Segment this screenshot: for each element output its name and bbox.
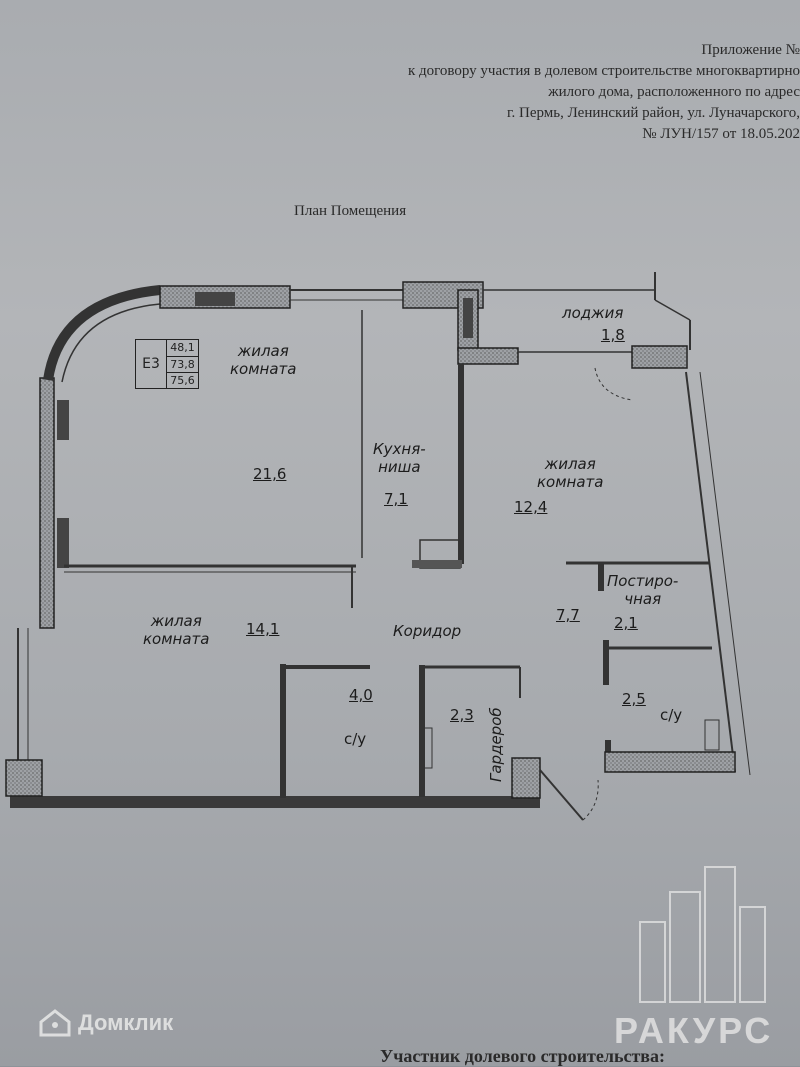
rakurs-watermark: РАКУРС [614,1010,774,1051]
curved-wall [43,285,161,381]
area-values: 48,1 73,8 75,6 [167,340,198,389]
house-icon [39,1009,71,1037]
contract-number-line: № ЛУН/157 от 18.05.202 [642,126,800,142]
building-line: жилого дома, расположенного по адрес [548,84,800,100]
wardrobe-label: Гардероб [487,707,505,782]
wall-left [39,377,55,629]
appendix-line: Приложение № [701,42,800,58]
apartment-code: Е3 [136,340,167,388]
bath1-area: 4,0 [349,686,373,704]
bath2-label: с/у [660,706,683,724]
address-line: г. Пермь, Ленинский район, ул. Луначарск… [507,105,800,121]
plan-title: План Помещения [294,203,407,219]
loggia-area: 1,8 [601,326,625,344]
corridor-area: 7,7 [556,606,580,624]
bath2-area: 2,5 [622,690,646,708]
kitchen-area: 7,1 [384,490,408,508]
bath1-label: с/у [344,730,367,748]
footer-signature-line: Участник долевого строительства: [380,1046,666,1066]
corridor-label: Коридор [393,622,462,640]
laundry-area: 2,1 [614,614,638,632]
room3-area: 14,1 [246,620,280,638]
room2-area: 12,4 [514,498,548,516]
room3-label: жилая комната [143,612,210,648]
room1-area: 21,6 [253,465,287,483]
domclick-watermark: Домклик [38,1008,173,1038]
loggia-label: лоджия [562,304,624,322]
contract-line: к договору участия в долевом строительст… [407,63,800,79]
domclick-text: Домклик [78,1010,174,1035]
wardrobe-area: 2,3 [450,706,474,724]
room2-label: жилая комната [537,455,604,491]
laundry-label: Постиро- чная [607,572,679,608]
living-area: 48,1 [167,340,198,357]
apartment-code-box: Е3 48,1 73,8 75,6 [135,339,199,389]
total-area: 73,8 [167,357,198,373]
room1-label: жилая комната [230,342,297,378]
kitchen-label: Кухня- ниша [373,440,426,476]
wall-bottom [10,796,540,808]
total-area-with-loggia: 75,6 [170,374,195,387]
building-icon [639,866,766,1003]
document-header: Приложение № к договору участия в долево… [240,40,800,145]
